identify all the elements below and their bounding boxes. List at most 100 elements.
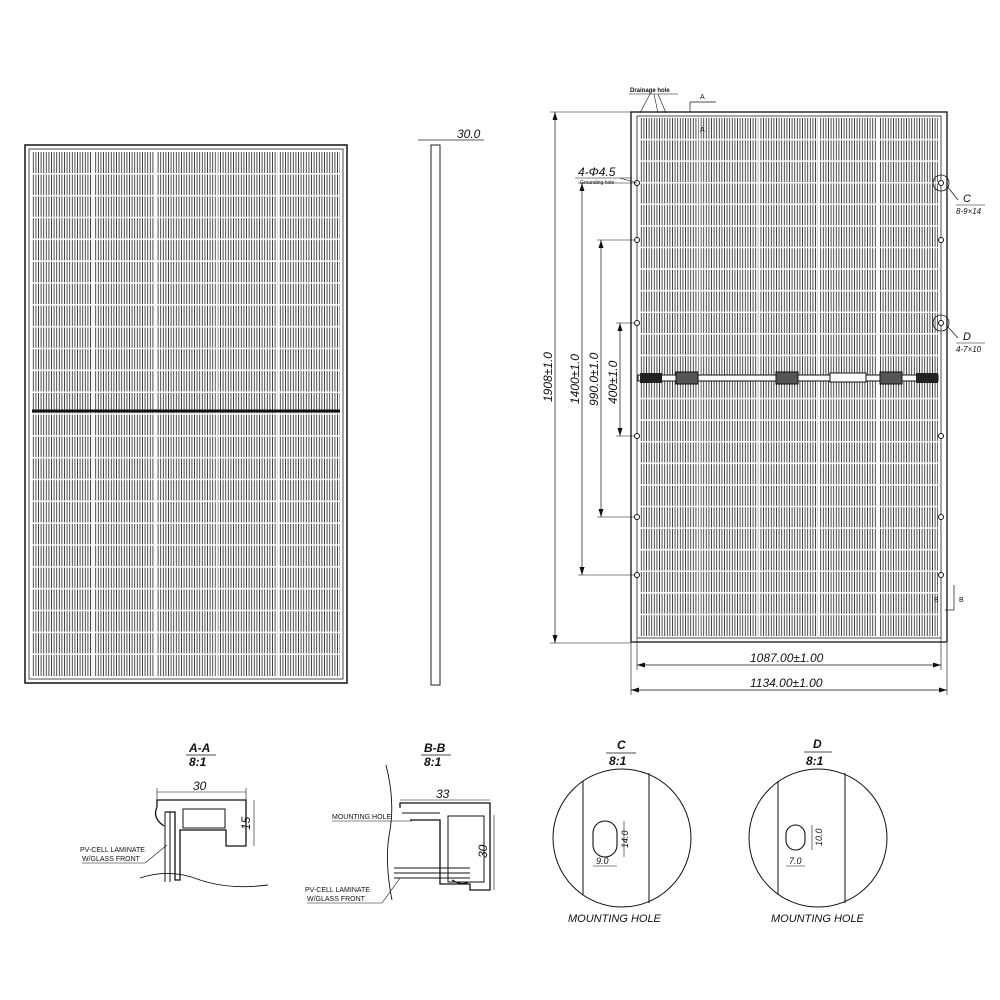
drainage-leader-1 [639,93,651,114]
section-aa-break-line [139,873,269,888]
detail-c-height-label: 14.0 [620,830,630,848]
section-aa-laminate-line-2: W/GLASS FRONT [82,856,141,863]
section-bb-laminate-leader-2 [381,877,401,904]
mounting-holes [634,180,944,578]
hole-right-2 [938,237,944,243]
detail-c: C 8:1 14.0 9.0 MOUNTING HOLE [552,738,692,925]
hole-left-2 [634,237,640,243]
front-view [24,144,348,684]
section-aa-chamber [182,808,226,829]
detail-d: D 8:1 10.0 7.0 MOUNTING HOLE [748,737,888,925]
dim-outer-arrow-right [939,687,947,693]
dim-height-arrow-bot [552,635,558,643]
dim-990-arrow-top [598,240,604,248]
section-a-label-inner: A [700,127,705,134]
front-frame [24,144,348,684]
junction-box-5 [879,371,903,385]
dim-1400-label: 1400±1.0 [568,354,582,404]
drainage-leader-3 [657,93,667,114]
section-aa-height-label: 15 [239,816,253,830]
rear-frame-inner [636,115,942,639]
callout-c-spec: 8-9×14 [956,207,982,216]
section-aa-laminate-leader-2 [144,844,168,864]
section-a-label: A [700,94,705,101]
section-bb: B-B 8:1 33 30 MOUNTING HOLE PV-CELL LAMI… [305,741,495,904]
section-aa-profile [156,799,247,881]
detail-d-slot [785,824,806,851]
hole-left-3 [634,320,640,326]
side-profile [430,144,441,686]
dim-990-arrow-bot [598,509,604,517]
front-frame-inner [28,148,344,680]
section-aa-scale: 8:1 [189,755,207,769]
dim-height-label: 1908±1.0 [541,352,555,402]
section-aa-title: A-A [188,741,210,755]
detail-c-caption: MOUNTING HOLE [568,913,662,925]
side-view: 30.0 [418,127,484,686]
detail-d-width-label: 7.0 [789,856,802,866]
drainage-leader-2 [653,93,659,114]
hole-right-3 [938,320,944,326]
section-bb-profile [399,802,491,891]
section-bb-laminate-line-2: W/GLASS FRONT [307,896,366,903]
section-bb-lip [451,879,469,885]
callout-d-spec: 4-7×10 [956,345,982,354]
hole-left-6 [634,572,640,578]
section-bb-title: B-B [424,741,446,755]
junction-box-2 [675,371,699,385]
hole-left-5 [634,514,640,520]
detail-d-height-label: 10.0 [814,828,824,846]
junction-box-6 [916,373,938,383]
section-b-label: B [959,597,964,604]
dim-inner-arrow-left [637,662,645,668]
dim-1400-arrow-top [579,183,585,191]
detail-c-circle [552,768,692,908]
hole-right-6 [938,572,944,578]
dim-inner-arrow-right [933,662,941,668]
detail-d-title: D [813,737,822,751]
callout-leader-d [946,325,959,339]
section-bb-chamber [447,815,485,883]
callout-c-label: C [963,193,971,205]
junction-box-3 [775,371,799,385]
section-bb-mounting-label: MOUNTING HOLE [332,814,391,821]
detail-c-scale: 8:1 [609,754,627,768]
detail-d-circle [748,768,888,908]
detail-c-title: C [617,738,626,752]
dim-outer-width-label: 1134.00±1.00 [750,676,823,690]
hole-right-1 [938,180,944,186]
dim-height-arrow-top [552,112,558,120]
dim-1400-arrow-bot [579,567,585,575]
section-bb-width-label: 33 [436,787,450,801]
hole-right-5 [938,514,944,520]
detail-c-slot [592,820,618,858]
dim-outer-arrow-left [631,687,639,693]
section-aa-lip [154,806,165,827]
dim-400-arrow-bot [617,428,623,436]
junction-box-4 [829,372,867,383]
grounding-holes-label: 4-Φ4.5 [578,165,616,179]
grounding-leader [619,177,638,184]
section-aa-width-label: 30 [193,779,207,793]
callout-circle-c [932,174,950,192]
detail-c-width-label: 9.0 [596,856,609,866]
section-aa: A-A 8:1 30 15 PV-CELL LAMINATE W/GLASS F… [80,741,269,888]
dim-400-label: 400±1.0 [606,360,620,404]
section-bb-scale: 8:1 [424,755,442,769]
section-aa-laminate-line-1: PV-CELL LAMINATE [80,847,145,854]
drainage-label: Drainage hole [630,88,670,94]
callout-d-label: D [963,331,971,343]
junction-box-1 [640,373,662,383]
callout-circle-d [932,314,950,332]
detail-d-caption: MOUNTING HOLE [771,913,865,925]
hole-left-4 [634,433,640,439]
section-bb-height-label: 30 [476,844,490,858]
dim-inner-width-label: 1087.00±1.00 [750,651,824,665]
section-bb-break-line [385,764,393,901]
front-cell-grid [32,152,340,676]
rear-frame-outer [630,111,948,643]
dim-400-arrow-top [617,323,623,331]
callout-leader-c [946,185,959,201]
hole-right-4 [938,433,944,439]
